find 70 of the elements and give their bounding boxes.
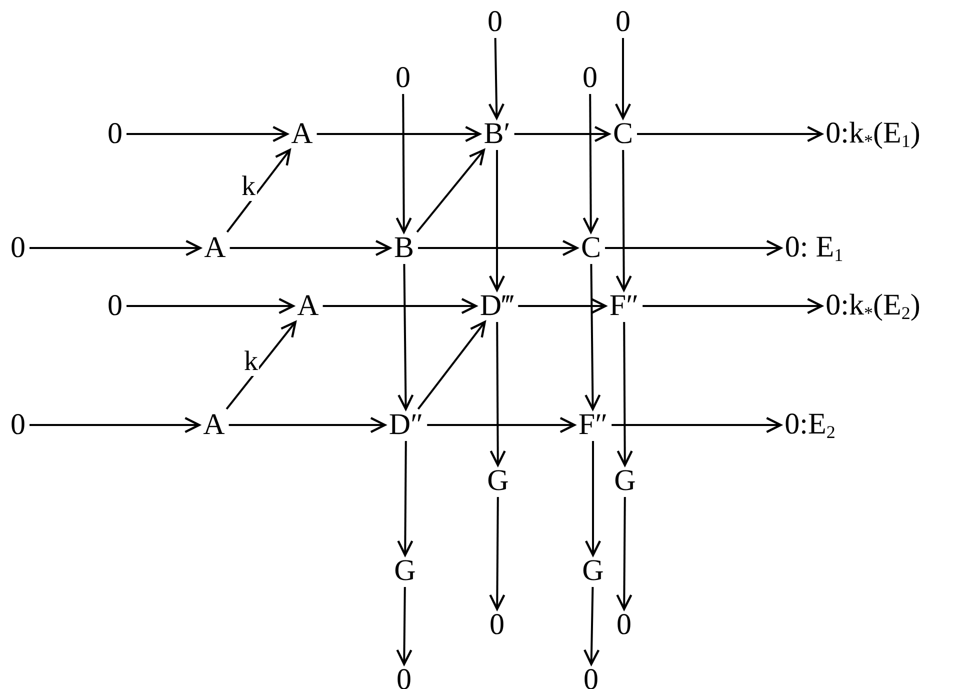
math-term: 0 bbox=[488, 610, 506, 640]
math-term: A bbox=[296, 291, 320, 321]
arrow bbox=[226, 320, 296, 410]
arrow bbox=[514, 126, 610, 142]
arrow bbox=[616, 322, 633, 466]
arrow bbox=[584, 264, 601, 410]
arrow bbox=[584, 441, 602, 556]
math-term: A bbox=[203, 233, 227, 263]
math-term: 0 bbox=[486, 7, 504, 37]
arrow bbox=[518, 298, 606, 314]
math-term: G bbox=[581, 556, 605, 586]
arrow bbox=[226, 148, 291, 233]
arrow bbox=[582, 94, 599, 234]
math-term: 0 bbox=[582, 665, 600, 689]
math-term: D″ bbox=[388, 410, 424, 440]
edge-label: k bbox=[240, 173, 256, 201]
math-term: 0 bbox=[582, 63, 598, 93]
math-term: 0 bbox=[616, 610, 632, 640]
arrow bbox=[616, 150, 632, 292]
math-term: G bbox=[486, 466, 510, 496]
math-term: 0: E$_{1}$ bbox=[784, 232, 844, 264]
edge-label: k bbox=[243, 348, 259, 376]
math-term: 0 bbox=[394, 63, 412, 93]
arrow bbox=[637, 126, 823, 142]
math-term: G bbox=[613, 466, 637, 496]
math-term: C bbox=[580, 233, 602, 263]
math-term: 0 bbox=[10, 233, 26, 263]
arrow bbox=[427, 416, 576, 434]
math-term: A bbox=[290, 119, 314, 149]
arrow bbox=[418, 240, 578, 256]
arrow bbox=[228, 416, 386, 434]
arrow bbox=[605, 240, 782, 256]
math-term: 0 bbox=[396, 665, 412, 689]
math-term: 0 bbox=[10, 410, 26, 440]
math-term: 0:k$_{*}$(E$_{2}$) bbox=[824, 290, 922, 322]
arrow bbox=[396, 586, 412, 666]
arrow bbox=[316, 126, 481, 142]
arrow bbox=[126, 126, 288, 142]
arrow bbox=[614, 38, 632, 120]
math-term: D‴ bbox=[478, 291, 516, 321]
math-term: 0 bbox=[106, 119, 124, 149]
arrow bbox=[396, 94, 412, 234]
arrow bbox=[322, 298, 477, 314]
arrow bbox=[30, 416, 200, 434]
math-term: 0:E$_{2}$ bbox=[784, 409, 836, 441]
arrow bbox=[126, 298, 294, 314]
arrow bbox=[30, 240, 202, 256]
arrow bbox=[583, 586, 600, 666]
math-term: G bbox=[393, 556, 417, 586]
arrow bbox=[489, 497, 506, 610]
arrow bbox=[416, 148, 485, 233]
math-term: F″ bbox=[577, 410, 609, 440]
math-term: F″ bbox=[608, 291, 640, 321]
arrow bbox=[616, 497, 632, 610]
arrow bbox=[230, 240, 392, 256]
math-term: B′ bbox=[482, 119, 512, 149]
arrow bbox=[612, 416, 782, 434]
math-term: C bbox=[612, 119, 634, 149]
math-term: 0 bbox=[106, 291, 124, 321]
arrow bbox=[488, 150, 506, 292]
arrow bbox=[490, 322, 506, 466]
arrow bbox=[488, 38, 505, 120]
arrow bbox=[642, 298, 823, 314]
math-term: A bbox=[202, 410, 226, 440]
math-term: 0:k$_{*}$(E$_{1}$) bbox=[824, 118, 922, 150]
math-term: B bbox=[393, 233, 415, 263]
arrow bbox=[397, 441, 414, 556]
arrow bbox=[417, 320, 486, 410]
arrow bbox=[398, 264, 414, 410]
math-term: 0 bbox=[614, 7, 632, 37]
